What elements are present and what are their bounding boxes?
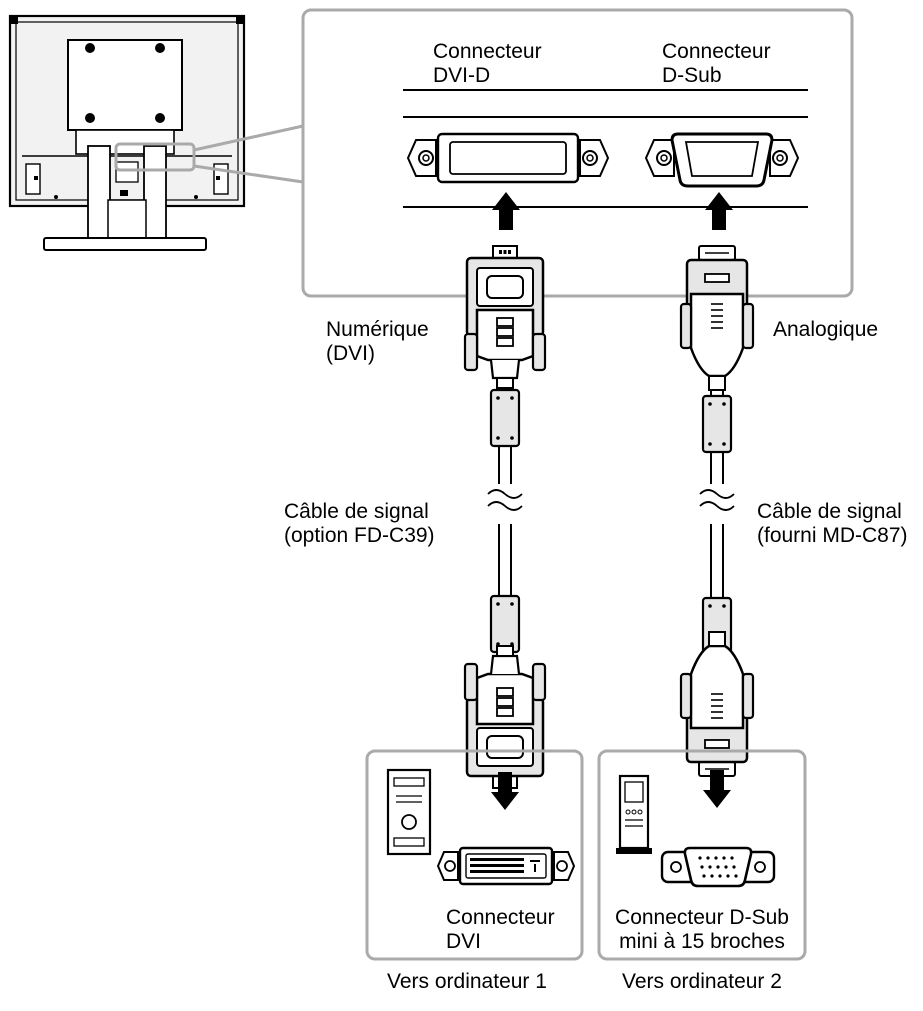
computer-2-caption: Vers ordinateur 2	[622, 970, 782, 993]
dsub-cable-label: Câble de signal (fourni MD-C87)	[757, 500, 908, 548]
dsub-connector-label: Connecteur D-Sub	[662, 40, 771, 88]
dvi-port-icon	[436, 846, 576, 886]
pc-tower-icon	[616, 774, 652, 854]
dsub-port-icon	[660, 846, 776, 888]
label-line: Connecteur	[446, 906, 555, 929]
label-line: Câble de signal	[284, 500, 429, 523]
dsub-plug-icon	[679, 244, 755, 392]
computer-1-connector-label: Connecteur DVI	[446, 906, 555, 954]
computer-1-panel	[365, 749, 584, 961]
ferrite-core-icon	[489, 388, 521, 448]
callout-line	[193, 164, 304, 184]
label-line: DVI	[446, 930, 482, 953]
analog-signal-label: Analogique	[773, 318, 878, 342]
computer-1-caption: Vers ordinateur 1	[387, 970, 547, 993]
monitor-rear-icon	[8, 14, 246, 251]
label-line: (DVI)	[326, 342, 375, 365]
digital-signal-label: Numérique (DVI)	[326, 318, 429, 366]
dvi-port-icon	[406, 132, 610, 184]
dsub-port-icon	[644, 132, 800, 188]
callout-line	[193, 124, 304, 152]
dvi-d-connector-label: Connecteur DVI-D	[433, 40, 542, 88]
label-line: D-Sub	[662, 64, 722, 87]
label-line: (option FD-C39)	[284, 524, 435, 547]
computer-2-panel	[597, 749, 807, 961]
dvi-plug-icon	[463, 644, 547, 790]
ferrite-core-icon	[489, 594, 521, 654]
dvi-cable-label: Câble de signal (option FD-C39)	[284, 500, 435, 548]
label-line: Analogique	[773, 318, 879, 341]
label-line: DVI-D	[433, 64, 491, 87]
dvi-plug-icon	[463, 244, 547, 390]
dsub-plug-icon	[679, 630, 755, 778]
pc-tower-icon	[386, 768, 432, 856]
ferrite-core-icon	[701, 394, 733, 454]
label-line: Connecteur	[433, 40, 542, 63]
label-line: Connecteur	[662, 40, 771, 63]
dsub-cable	[679, 244, 755, 778]
label-line: Câble de signal	[757, 500, 902, 523]
label-line: mini à 15 broches	[619, 930, 785, 953]
dvi-cable	[463, 244, 547, 790]
computer-2-connector-label: Connecteur D-Sub mini à 15 broches	[609, 906, 795, 954]
label-line: (fourni MD-C87)	[757, 524, 908, 547]
label-line: Numérique	[326, 318, 429, 341]
label-line: Connecteur D-Sub	[615, 906, 789, 929]
